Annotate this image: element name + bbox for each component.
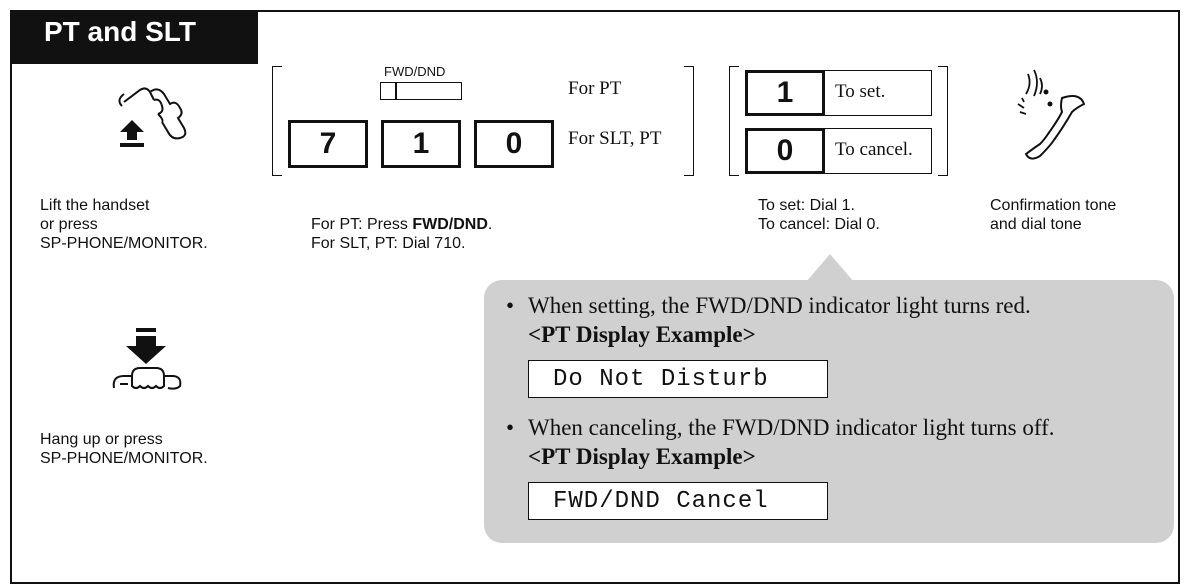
feature-bracket-right — [684, 66, 694, 176]
example-heading-set: <PT Display Example> — [528, 322, 756, 347]
cancel-label: To cancel. — [835, 139, 913, 160]
option-bracket-left — [729, 66, 739, 176]
section-title: PT and SLT — [44, 16, 196, 47]
set-key-1: 1 — [745, 70, 825, 116]
set-label-box: To set. — [825, 70, 932, 116]
note-pointer — [806, 254, 854, 282]
hang-up-caption: Hang up or press SP-PHONE/MONITOR. — [40, 431, 208, 467]
handset-tone-icon — [1017, 69, 1086, 160]
display-example-set: Do Not Disturb — [528, 360, 828, 398]
note-bullet-cancel: •When canceling, the FWD/DND indicator l… — [506, 415, 1055, 440]
set-label: To set. — [835, 81, 886, 102]
option-bracket-right — [938, 66, 948, 176]
for-pt-label: For PT — [568, 78, 622, 99]
section-title-tab: PT and SLT — [10, 10, 258, 64]
for-slt-pt-label: For SLT, PT — [568, 128, 662, 149]
feature-caption: For PT: Press FWD/DND.For SLT, PT: Dial … — [311, 216, 493, 252]
display-example-cancel: FWD/DND Cancel — [528, 482, 828, 520]
feature-bracket-left — [272, 66, 282, 176]
note-bullet-set: •When setting, the FWD/DND indicator lig… — [506, 293, 1031, 318]
fwd-dnd-key — [380, 82, 462, 100]
cancel-label-box: To cancel. — [825, 128, 932, 174]
off-hook-hand-icon — [118, 87, 187, 147]
confirmation-caption: Confirmation tone and dial tone — [990, 197, 1117, 233]
on-hook-hand-icon — [112, 328, 182, 390]
dial-key-0: 0 — [474, 120, 554, 168]
dial-key-7: 7 — [288, 120, 368, 168]
fwd-dnd-key-label: FWD/DND — [384, 64, 446, 79]
option-caption: To set: Dial 1. To cancel: Dial 0. — [758, 197, 880, 233]
lift-handset-caption: Lift the handset or press SP-PHONE/MONIT… — [40, 197, 208, 252]
dial-key-1: 1 — [381, 120, 461, 168]
example-heading-cancel: <PT Display Example> — [528, 444, 756, 469]
cancel-key-0: 0 — [745, 128, 825, 174]
